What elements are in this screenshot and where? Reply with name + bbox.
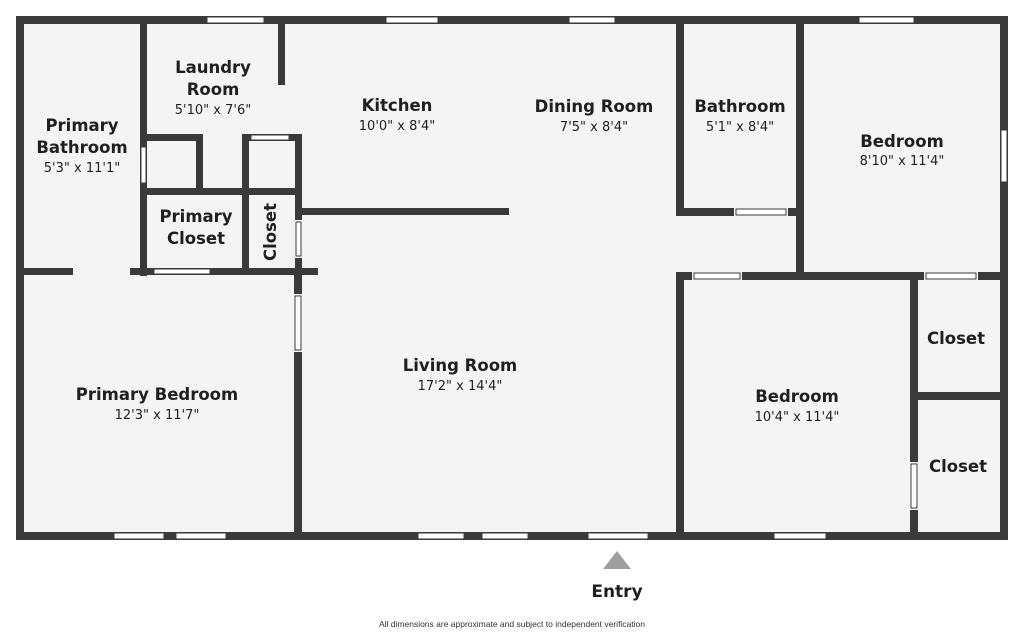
wall-closet-col-left-upper [910,272,918,462]
window-bedroom-top [858,16,915,24]
window-living-1 [417,532,465,540]
room-name-primary-closet-line1: Primary [159,207,232,226]
wall-laundry-stub [278,20,285,85]
door-entry [587,532,649,540]
room-dims-kitchen: 10'0" x 8'4" [359,119,435,134]
wall-living-left-upper [294,274,302,294]
wall-closets-top [140,188,302,195]
room-name-primary-closet-line2: Closet [167,229,225,248]
wall-closet-divider [910,392,1004,400]
window-laundry-top [206,16,265,24]
door-primary-bedroom [294,295,302,351]
windows [113,16,1008,540]
wall-exterior-top [16,16,1008,24]
room-name-laundry-line2: Room [187,80,240,99]
room-name-bathroom: Bathroom [694,97,785,116]
room-name-closet-small: Closet [261,203,280,261]
room-name-bedroom-bottom: Bedroom [755,387,839,406]
wall-closets-bottom [130,268,318,275]
room-name-closet-right-top: Closet [927,329,985,348]
room-name-dining: Dining Room [535,97,654,116]
entry-label: Entry [591,582,642,602]
wall-exterior-left [16,16,24,540]
wall-bath-bedroom [20,268,73,275]
room-name-closet-right-bottom: Closet [929,457,987,476]
room-dims-bedroom-bottom: 10'4" x 11'4" [755,410,840,425]
wall-bath-bottom-left [676,208,734,216]
window-kitchen-top [385,16,439,24]
window-living-2 [481,532,529,540]
wall-linen-right [196,134,203,195]
door-pantry [250,134,290,141]
room-name-primary-bedroom: Primary Bedroom [76,385,238,404]
room-labels: Primary Bathroom 5'3" x 11'1" Laundry Ro… [36,58,987,476]
wall-pantry-left [242,134,249,274]
wall-bedroom-top-bottom-mid [742,272,924,280]
room-name-primary-bathroom-line1: Primary [45,116,118,135]
door-linen [140,146,147,184]
wall-kitchen-counter [302,208,509,215]
room-dims-bedroom-top: 8'10" x 11'4" [860,154,945,169]
window-bedroom-right [1000,129,1008,183]
room-dims-primary-bathroom: 5'3" x 11'1" [44,161,120,176]
room-dims-dining: 7'5" x 8'4" [560,120,628,135]
room-dims-laundry: 5'10" x 7'6" [175,103,251,118]
door-bedroom-bottom [693,272,741,280]
room-name-living: Living Room [403,356,517,375]
wall-bath-right [796,20,804,278]
room-dims-living: 17'2" x 14'4" [418,379,503,394]
wall-bedroom-left [676,272,684,536]
door-primary-closet [153,268,211,275]
room-name-kitchen: Kitchen [362,96,433,115]
window-bedroom-bottom [773,532,827,540]
wall-linen-top [140,134,202,141]
room-name-laundry-line1: Laundry [175,58,251,77]
room-name-bedroom-top: Bedroom [860,132,944,151]
window-primary-bedroom-2 [175,532,227,540]
door-bathroom [735,208,787,216]
wall-pantry-right [295,134,302,220]
wall-closet-col-left-lower [910,510,918,536]
wall-closet-right-lower [295,258,302,278]
wall-bath-left [676,20,684,216]
door-closet-right-bottom [910,463,918,509]
room-name-primary-bathroom-line2: Bathroom [36,138,127,157]
wall-bedroom-top-bottom-right [978,272,1004,280]
door-closet-right-top [925,272,977,280]
door-closet-small [295,221,302,257]
disclaimer-text: All dimensions are approximate and subje… [378,619,646,629]
window-primary-bedroom-1 [113,532,165,540]
entry-arrow-icon [603,551,631,569]
room-dims-primary-bedroom: 12'3" x 11'7" [115,408,200,423]
window-dining-top [568,16,616,24]
room-dims-bathroom: 5'1" x 8'4" [706,120,774,135]
wall-living-left-lower [294,352,302,536]
